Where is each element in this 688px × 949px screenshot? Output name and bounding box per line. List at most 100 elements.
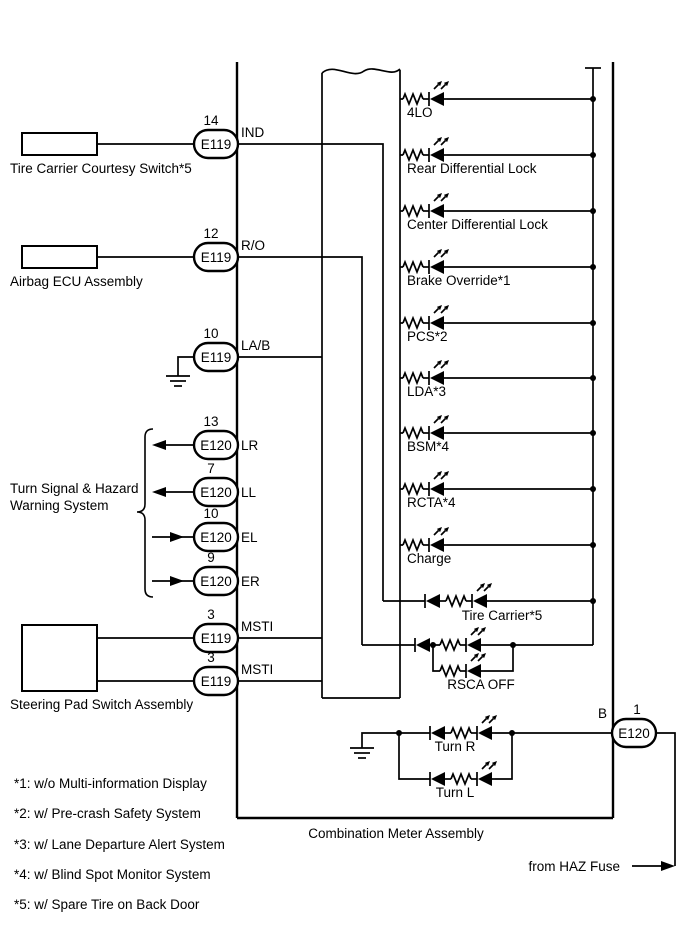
- indicator-row-rear-diff: Rear Differential Lock: [400, 137, 596, 176]
- indicator-row-tire-carrier: Tire Carrier*5: [383, 583, 596, 623]
- indicator-label: Charge: [407, 551, 451, 566]
- arrow-out-lr: [152, 440, 194, 450]
- steering-pad: Steering Pad Switch Assembly: [10, 624, 194, 712]
- footnote-5: *5: w/ Spare Tire on Back Door: [14, 897, 200, 912]
- footnotes: *1: w/o Multi-information Display *2: w/…: [14, 776, 225, 912]
- haz-arrowhead: [661, 861, 675, 871]
- connector-name: E120: [200, 485, 232, 500]
- indicator-label: 4LO: [407, 105, 433, 120]
- indicator-label: Brake Override*1: [407, 273, 511, 288]
- signal-label: R/O: [241, 238, 265, 253]
- indicator-row-charge: Charge: [400, 527, 596, 566]
- connector-e119-pin3-upper: 3 E119 MSTI: [192, 607, 273, 654]
- connector-pin: 10: [203, 326, 218, 341]
- lab-ground: [165, 356, 194, 387]
- connector-name: E119: [201, 137, 232, 152]
- connector-e119-pin12: 12 E119 R/O: [192, 226, 265, 273]
- meter-label: Combination Meter Assembly: [308, 826, 484, 841]
- connector-e120-pin9: 9 E120 ER: [192, 550, 260, 597]
- indicator-row-rcta: RCTA*4: [400, 471, 596, 510]
- indicator-row-4lo: 4LO: [400, 81, 596, 120]
- haz-feed: from HAZ Fuse: [528, 732, 676, 874]
- connector-name: E120: [618, 726, 650, 741]
- connector-pin: 14: [203, 113, 219, 128]
- indicator-row-rsca-off: RSCA OFF: [362, 627, 593, 692]
- connector-e120-pin1: 1 E120 B: [598, 702, 658, 749]
- arrow-out-ll: [152, 487, 194, 497]
- ground-icon: [165, 375, 191, 387]
- turn-lamps: Turn R Turn L: [349, 715, 612, 800]
- tire-carrier-switch-box: [21, 132, 98, 156]
- airbag-ecu-box: [21, 245, 98, 269]
- connector-name: E120: [200, 438, 232, 453]
- ground-loop-wire: [321, 68, 401, 699]
- signal-label: LA/B: [241, 338, 270, 353]
- footnote-2: *2: w/ Pre-crash Safety System: [14, 806, 201, 821]
- arrow-in-el: [152, 532, 194, 542]
- indicator-label: RSCA OFF: [447, 677, 515, 692]
- steering-pad-box: [21, 624, 98, 692]
- airbag-ecu-label: Airbag ECU Assembly: [10, 274, 143, 289]
- indicator-row-bsm: BSM*4: [400, 415, 596, 454]
- connector-name: E119: [201, 350, 232, 365]
- steering-pad-label: Steering Pad Switch Assembly: [10, 697, 193, 712]
- connector-pin: 7: [207, 461, 215, 476]
- signal-label: MSTI: [241, 662, 273, 677]
- connector-pin: 3: [207, 607, 215, 622]
- footnote-1: *1: w/o Multi-information Display: [14, 776, 207, 791]
- footnote-3: *3: w/ Lane Departure Alert System: [14, 837, 225, 852]
- indicator-label: LDA*3: [407, 384, 446, 399]
- connector-e120-pin10: 10 E120 EL: [192, 506, 258, 553]
- connector-name: E119: [201, 631, 232, 646]
- connector-pin: 12: [203, 226, 218, 241]
- connector-e119-pin3-lower: 3 E119 MSTI: [192, 650, 273, 697]
- wire-break-squiggle: [321, 68, 401, 75]
- connector-pin: 1: [633, 702, 641, 717]
- ground-icon: [349, 747, 375, 759]
- indicator-row-lda: LDA*3: [400, 360, 596, 399]
- lamp-bus: [585, 67, 601, 645]
- indicator-label: BSM*4: [407, 439, 450, 454]
- connector-name: E119: [201, 250, 232, 265]
- signal-label: EL: [241, 530, 258, 545]
- airbag-ecu: Airbag ECU Assembly: [10, 245, 194, 289]
- signal-label: B: [598, 706, 607, 721]
- signal-label: LL: [241, 485, 257, 500]
- connector-e119-pin10: 10 E119 LA/B: [192, 326, 270, 373]
- indicator-label: PCS*2: [407, 329, 448, 344]
- indicator-label: RCTA*4: [407, 495, 456, 510]
- indicator-row-center-diff: Center Differential Lock: [400, 193, 596, 232]
- turn-system-label-line2: Warning System: [10, 498, 109, 513]
- signal-label: LR: [241, 438, 259, 453]
- connector-name: E120: [200, 574, 232, 589]
- connector-e119-pin14: 14 E119 IND: [192, 113, 265, 160]
- connector-pin: 13: [203, 414, 218, 429]
- signal-label: IND: [241, 125, 265, 140]
- haz-label: from HAZ Fuse: [528, 859, 620, 874]
- connector-e120-pin13: 13 E120 LR: [192, 414, 259, 461]
- connector-name: E120: [200, 530, 232, 545]
- turn-system-label-line1: Turn Signal & Hazard: [10, 481, 139, 496]
- indicator-label-turn-r: Turn R: [435, 739, 476, 754]
- turn-hazard-system: Turn Signal & Hazard Warning System: [10, 428, 194, 598]
- footnote-4: *4: w/ Blind Spot Monitor System: [14, 867, 211, 882]
- arrow-in-er: [152, 576, 194, 586]
- connector-pin: 9: [207, 550, 215, 565]
- tire-carrier-switch-label: Tire Carrier Courtesy Switch*5: [10, 161, 192, 176]
- indicator-label: Rear Differential Lock: [407, 161, 537, 176]
- indicator-row-pcs: PCS*2: [400, 305, 596, 344]
- connector-name: E119: [201, 674, 232, 689]
- connector-e120-pin7: 7 E120 LL: [192, 461, 257, 508]
- connector-pin: 10: [203, 506, 218, 521]
- indicator-row-brake-override: Brake Override*1: [400, 249, 596, 288]
- signal-label: ER: [241, 574, 260, 589]
- wire-ind: [238, 143, 384, 601]
- connector-pin: 3: [207, 650, 215, 665]
- tire-carrier-switch: Tire Carrier Courtesy Switch*5: [10, 132, 194, 176]
- internal-wires: [238, 143, 384, 682]
- turn-brace: [136, 428, 154, 598]
- indicator-label-turn-l: Turn L: [436, 785, 475, 800]
- indicator-label: Tire Carrier*5: [462, 608, 543, 623]
